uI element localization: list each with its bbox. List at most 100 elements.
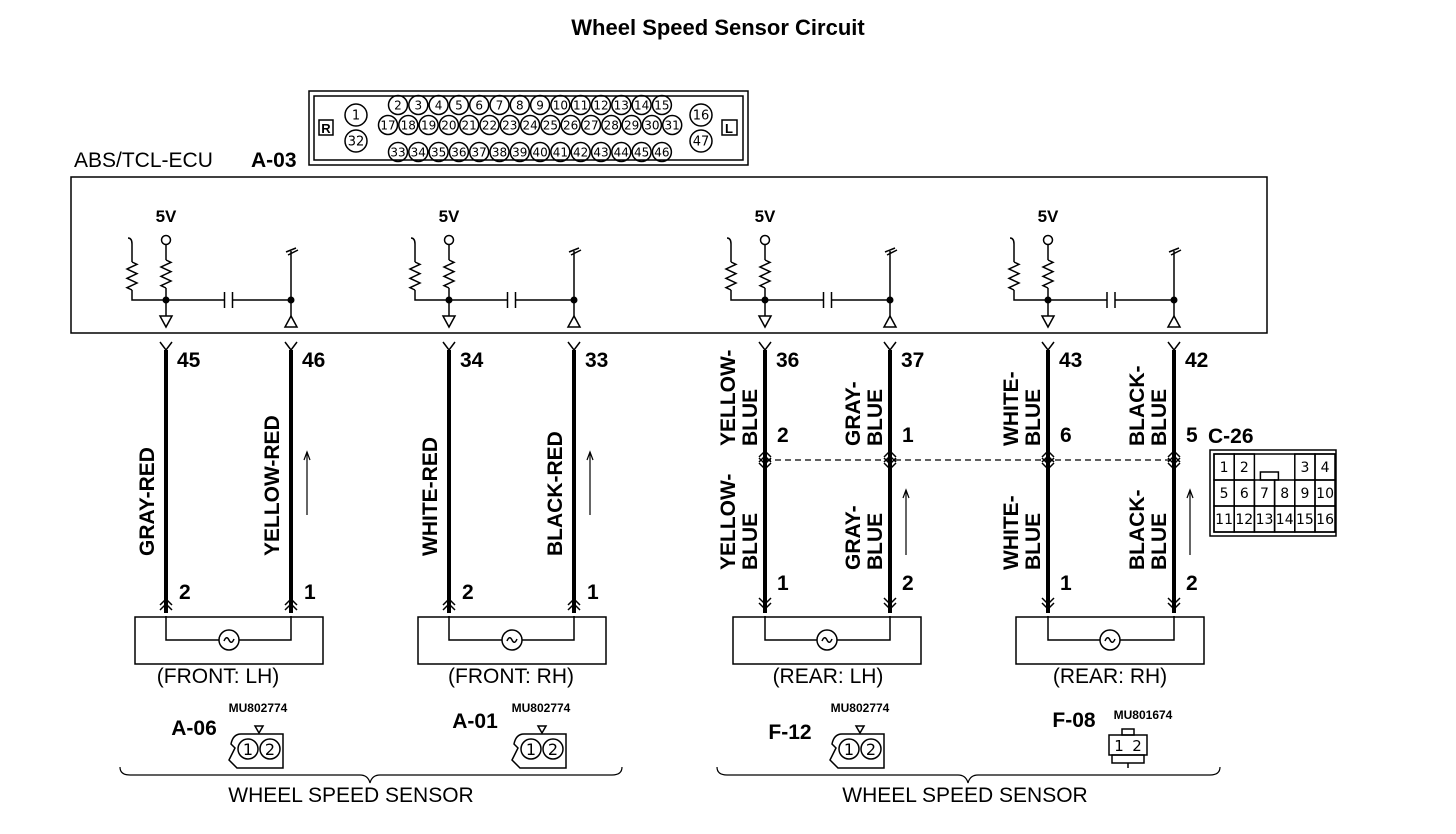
sensor-pin-number: 2 — [179, 581, 191, 604]
supply-voltage-label: 5V — [755, 207, 776, 226]
sensor-body — [417, 616, 607, 665]
connector-pin — [408, 141, 429, 163]
connector-pin-label: 1 — [352, 109, 360, 124]
capacitor — [223, 292, 234, 308]
wire-color-label: YELLOW- — [717, 474, 740, 570]
connector-key-icon — [1121, 728, 1135, 736]
connector-pin — [468, 141, 490, 163]
wire-color-label: BLUE — [1148, 389, 1171, 446]
connector-side-box — [318, 119, 334, 136]
connector-pin — [550, 94, 571, 116]
group-brace-front — [119, 766, 623, 784]
junction-pin-number: 2 — [777, 424, 789, 447]
connector-pin-label: 31 — [665, 118, 680, 132]
connector-pin-label: 16 — [693, 109, 710, 124]
connector-chevron-icon — [442, 597, 456, 611]
capacitor — [1106, 292, 1116, 308]
pull-up-resistor — [1041, 259, 1055, 289]
connector-pin — [631, 94, 652, 116]
junction-pin-label: 7 — [1260, 486, 1269, 502]
junction-code: C-26 — [1208, 425, 1254, 448]
sensor-body — [134, 616, 324, 665]
connector-pin — [428, 94, 449, 116]
plug-pin — [838, 738, 860, 760]
sensor-pin-number: 2 — [462, 581, 474, 604]
connector-chevron-icon — [567, 597, 581, 611]
supply-voltage-label: 5V — [439, 207, 460, 226]
connector-plug-icon — [228, 733, 284, 769]
connector-pin — [509, 94, 531, 116]
group-label-front: WHEEL SPEED SENSOR — [228, 784, 473, 807]
sensor-coil-icon — [501, 629, 523, 651]
junction-pin-label: 9 — [1300, 486, 1309, 502]
junction-pin-cell — [1314, 505, 1336, 533]
connector-code: F-12 — [768, 721, 811, 744]
connector-pin — [408, 94, 429, 116]
plug-pin-label: 1 — [1114, 737, 1124, 755]
connector-key-icon — [536, 725, 548, 735]
wire-color-label: BLUE — [1022, 389, 1045, 446]
connector-pin — [418, 114, 439, 136]
sensor-pin-number: 2 — [1186, 572, 1198, 595]
plug-pin-label: 1 — [243, 740, 253, 759]
connector-pin — [651, 141, 673, 163]
connector-pin — [570, 141, 591, 163]
connector-chevron-icon — [1041, 597, 1055, 611]
ecu-input-circuit: 5V — [1007, 207, 1182, 329]
connector-pin-label: 18 — [401, 118, 416, 132]
plug-pin — [542, 738, 564, 760]
connector-pin-label: 9 — [536, 98, 544, 112]
sensor-coil-icon — [1099, 629, 1121, 651]
signal-direction-arrow-icon — [902, 488, 910, 499]
ecu-input-circuit: 5V — [408, 207, 582, 329]
junction-pin-label: 4 — [1321, 460, 1330, 476]
signal-direction-arrow-icon — [586, 450, 594, 461]
connector-pin — [651, 94, 673, 116]
plug-pin-label: 2 — [548, 740, 558, 759]
connector-pin-label: 5 — [455, 98, 463, 112]
connector-pin — [458, 114, 480, 136]
junction-pin-label: 14 — [1276, 512, 1294, 528]
connector-base — [1111, 754, 1145, 764]
connector-pin — [631, 141, 652, 163]
supply-terminal — [443, 234, 455, 246]
connector-part-number: MU802774 — [512, 701, 571, 715]
wire-color-label: BLUE — [864, 513, 887, 570]
wire-color-label: BLUE — [739, 513, 762, 570]
connector-pin-label: 25 — [543, 118, 558, 132]
supply-terminal — [1042, 234, 1054, 246]
connector-pin — [448, 141, 470, 163]
ecu-pin-number: 37 — [901, 349, 924, 372]
plug-pin-label: 2 — [1132, 737, 1142, 755]
connector-pin-label: 27 — [583, 118, 598, 132]
connector-pin — [387, 94, 409, 116]
connector-pin-label: 43 — [593, 145, 608, 159]
connector-chevron-icon — [1041, 457, 1055, 471]
connector-pin-label: 13 — [614, 98, 629, 112]
junction-key — [1259, 471, 1280, 481]
group-label-rear: WHEEL SPEED SENSOR — [842, 784, 1087, 807]
connector-side-left: R — [321, 121, 331, 136]
junction-pin-label: 16 — [1316, 512, 1334, 528]
connector-pin — [489, 94, 510, 116]
wire-color-label: YELLOW-RED — [261, 415, 284, 556]
connector-pin — [519, 114, 541, 136]
supply-voltage-label: 5V — [1038, 207, 1059, 226]
connector-pin — [641, 114, 663, 136]
connector-pin-label: 4 — [435, 98, 443, 112]
ac-wave-icon — [506, 637, 518, 643]
junction-pin-number: 1 — [902, 424, 914, 447]
connector-pin-label: 45 — [634, 145, 649, 159]
connector-pin-label: 22 — [482, 118, 497, 132]
wire-color-label: GRAY- — [842, 381, 865, 446]
connector-pin-label: 21 — [462, 118, 477, 132]
sensor-position-label: (FRONT: RH) — [448, 665, 574, 688]
output-arrow-icon — [566, 314, 582, 328]
connector-pin-label: 12 — [593, 98, 608, 112]
connector-chevron-icon — [284, 597, 298, 611]
junction-pin-label: 10 — [1316, 486, 1334, 502]
plug-pin — [520, 738, 542, 760]
